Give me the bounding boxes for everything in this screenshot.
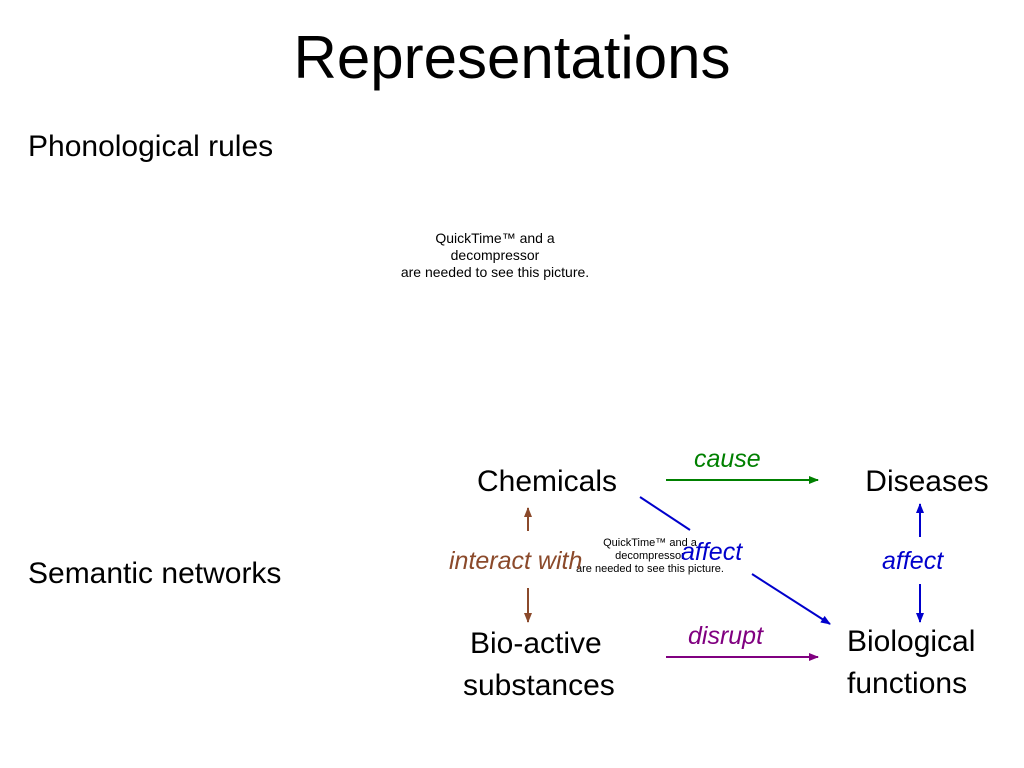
node-biological-functions: Biological functions <box>840 621 1000 705</box>
node-line: functions <box>847 667 968 700</box>
edge-label-affect-right: affect <box>882 547 944 575</box>
node-line: Bio-active <box>470 627 602 660</box>
node-line: substances <box>463 669 615 702</box>
quicktime-placeholder-top: QuickTime™ and a decompressor are needed… <box>360 230 630 281</box>
page-title: Representations <box>293 24 731 91</box>
placeholder-line: are needed to see this picture. <box>576 563 724 575</box>
section-label-phonological-rules: Phonological rules <box>28 130 274 163</box>
placeholder-line: are needed to see this picture. <box>400 264 590 280</box>
arrow-affect-diagonal-start <box>639 496 691 531</box>
arrow-affect-diagonal-end <box>751 573 831 625</box>
placeholder-line: QuickTime™ and a <box>603 537 697 549</box>
node-line: Biological <box>847 625 976 658</box>
placeholder-line: QuickTime™ and a <box>435 230 555 246</box>
quicktime-placeholder-bottom: QuickTime™ and a decompressor are needed… <box>530 537 770 576</box>
section-label-semantic-networks: Semantic networks <box>28 557 282 590</box>
placeholder-line: decompressor <box>615 550 685 562</box>
node-chemicals: Chemicals <box>476 465 618 498</box>
edge-label-affect-center: affect <box>681 538 743 566</box>
edge-label-interact-with: interact with <box>449 547 583 575</box>
node-bioactive-substances: Bio-active substances <box>445 623 655 707</box>
node-diseases: Diseases <box>865 465 989 498</box>
edge-label-disrupt: disrupt <box>688 622 764 650</box>
placeholder-line: decompressor <box>450 247 540 263</box>
edge-label-cause: cause <box>694 445 761 473</box>
